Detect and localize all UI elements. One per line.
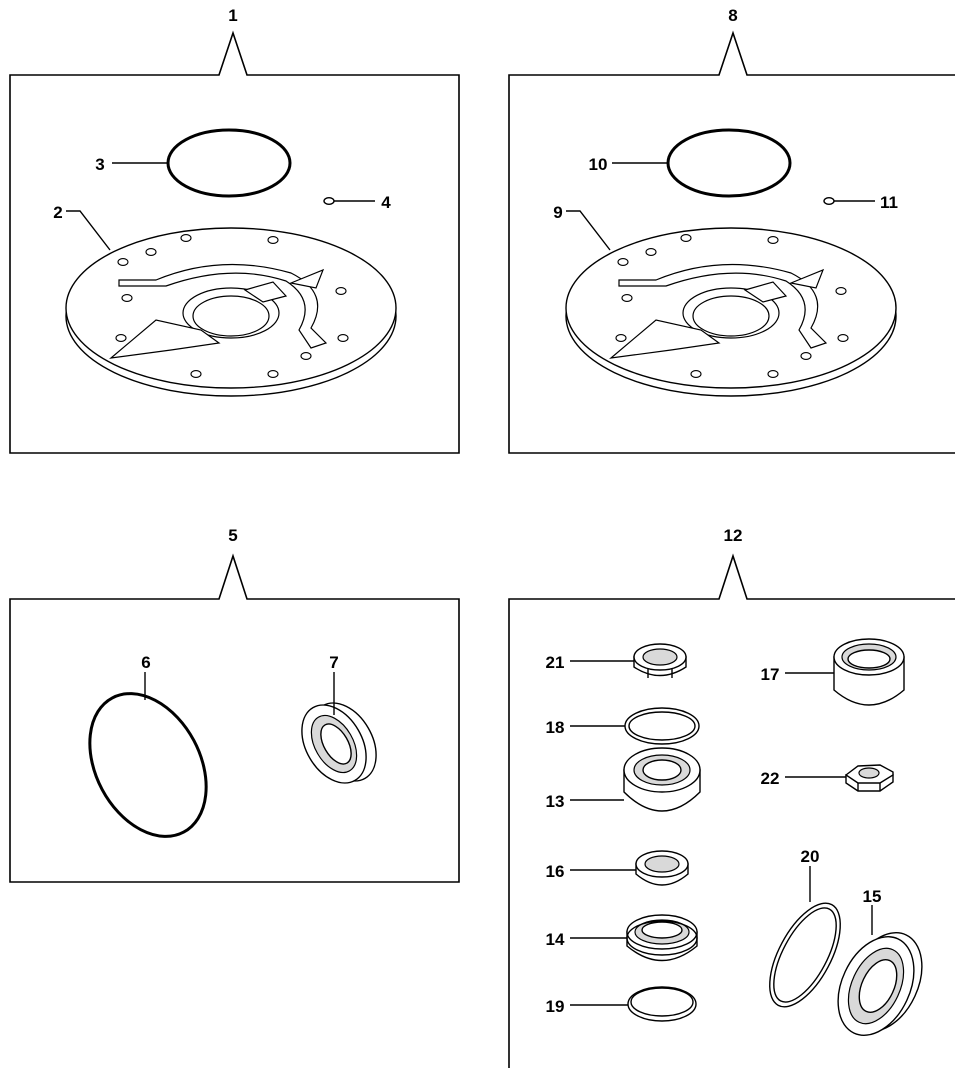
callout-3: 3 bbox=[95, 155, 104, 174]
kit-bracket-12 bbox=[508, 553, 955, 1068]
callout-7: 7 bbox=[329, 653, 338, 672]
seal-16 bbox=[635, 850, 689, 886]
callout-10: 10 bbox=[589, 155, 608, 174]
callout-6: 6 bbox=[141, 653, 150, 672]
callout-18: 18 bbox=[546, 718, 565, 737]
callout-13: 13 bbox=[546, 792, 565, 811]
ring-19 bbox=[627, 986, 697, 1022]
callout-12: 12 bbox=[724, 526, 743, 545]
o-ring-6 bbox=[88, 692, 208, 838]
bushing-17 bbox=[833, 638, 905, 706]
seal-14 bbox=[626, 914, 698, 962]
small-o-ring-4 bbox=[323, 196, 335, 205]
valve-plate-9 bbox=[565, 227, 897, 397]
callout-21: 21 bbox=[546, 653, 565, 672]
kit-bracket-1 bbox=[9, 30, 460, 454]
callout-2: 2 bbox=[53, 203, 62, 222]
callout-16: 16 bbox=[546, 862, 565, 881]
callout-8: 8 bbox=[728, 6, 737, 25]
o-ring-3 bbox=[166, 128, 292, 198]
callout-9: 9 bbox=[553, 203, 562, 222]
kit-bracket-5 bbox=[9, 553, 460, 883]
callout-17: 17 bbox=[761, 665, 780, 684]
callout-14: 14 bbox=[546, 930, 565, 949]
callout-20: 20 bbox=[801, 847, 820, 866]
callout-19: 19 bbox=[546, 997, 565, 1016]
callout-1: 1 bbox=[228, 6, 237, 25]
oil-seal-15 bbox=[837, 932, 923, 1036]
callout-4: 4 bbox=[381, 193, 391, 212]
callout-15: 15 bbox=[863, 887, 882, 906]
o-ring-10 bbox=[666, 128, 792, 198]
ring-20 bbox=[769, 902, 841, 1008]
small-o-ring-11 bbox=[823, 196, 835, 205]
callout-5: 5 bbox=[228, 526, 237, 545]
ring-18 bbox=[624, 707, 700, 745]
oil-seal-7 bbox=[301, 702, 377, 784]
lock-nut-21 bbox=[633, 643, 687, 678]
callout-22: 22 bbox=[761, 769, 780, 788]
bearing-13 bbox=[623, 747, 701, 812]
kit-bracket-8 bbox=[508, 30, 955, 454]
callout-11: 11 bbox=[880, 193, 898, 212]
valve-plate-2 bbox=[65, 227, 397, 397]
hex-nut-22 bbox=[844, 764, 894, 792]
